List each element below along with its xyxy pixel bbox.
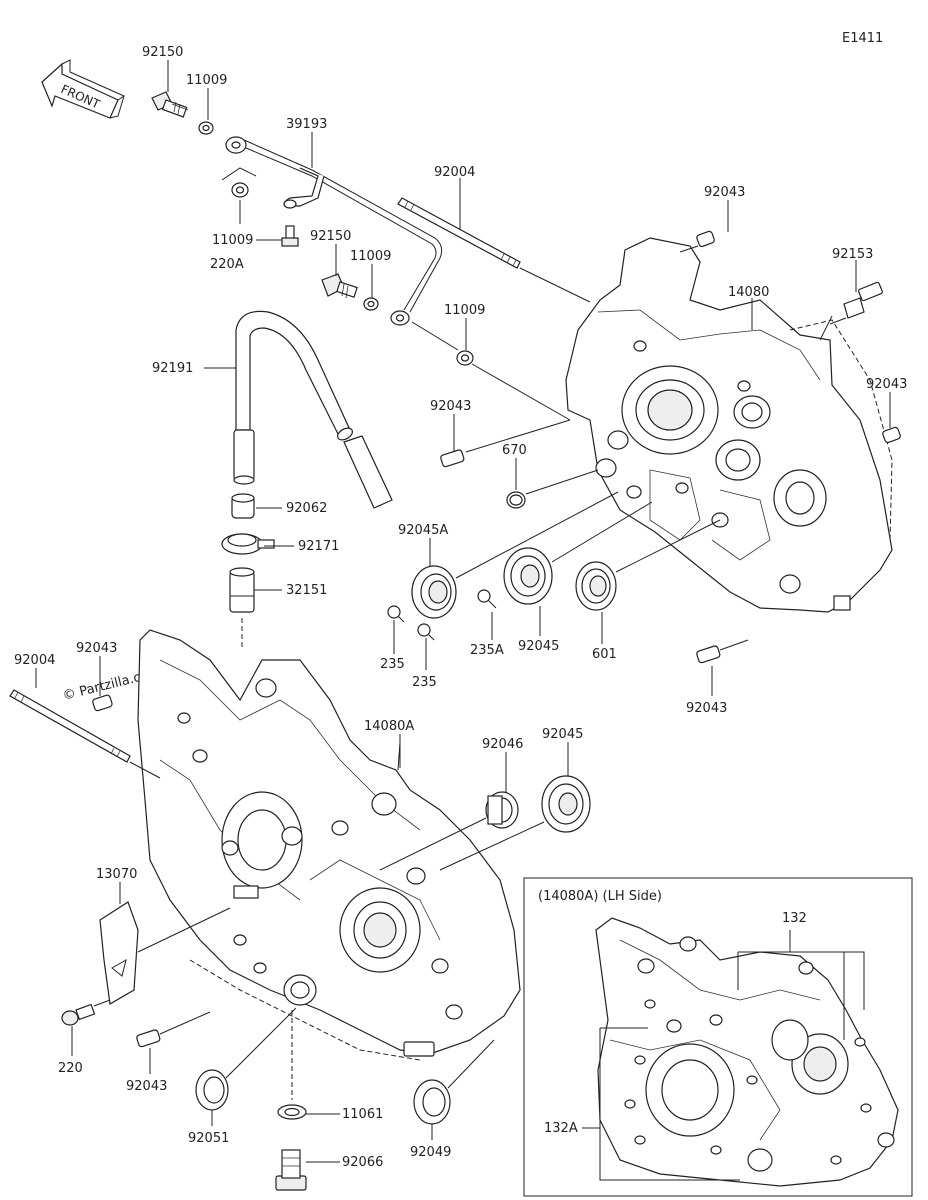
label-39193: 39193 (286, 117, 327, 132)
pipe-32151 (229, 567, 255, 650)
label-92046: 92046 (482, 737, 523, 752)
label-601: 601 (592, 647, 617, 662)
bearing-92045a (411, 491, 619, 619)
label-92004-a: 92004 (434, 165, 475, 180)
dowel-92043-f (136, 1011, 211, 1048)
label-92049: 92049 (410, 1145, 451, 1160)
bolt-92153 (829, 281, 883, 325)
label-11009-a: 11009 (186, 73, 227, 88)
label-220a: 220A (210, 257, 244, 272)
label-92153: 92153 (832, 247, 873, 262)
screw-235-c (417, 623, 435, 641)
label-14080a: 14080A (364, 719, 414, 734)
label-92051: 92051 (188, 1131, 229, 1146)
dowel-92043-b (882, 426, 901, 444)
crankcase-left-14080a (137, 629, 521, 1061)
oil-pipe-assembly (151, 91, 571, 421)
label-11009-d: 11009 (444, 303, 485, 318)
label-92045-b: 92045 (518, 639, 559, 654)
label-92043-b: 92043 (866, 377, 907, 392)
label-11009-b: 11009 (212, 233, 253, 248)
label-92150-b: 92150 (310, 229, 351, 244)
label-235-b: 235 (380, 657, 405, 672)
part-labels: 92150 11009 39193 11009 220A 92150 11009… (14, 45, 907, 1170)
oil-pipe-39193 (243, 139, 443, 313)
bolt-220 (61, 999, 111, 1026)
screw-235-b (387, 605, 405, 623)
seal-92051 (195, 1007, 297, 1111)
label-235a: 235A (470, 643, 504, 658)
diagram-code: E1411 (842, 31, 883, 46)
hose-92191 (233, 310, 393, 509)
label-92045-c: 92045 (542, 727, 583, 742)
label-92066: 92066 (342, 1155, 383, 1170)
label-11061: 11061 (342, 1107, 383, 1122)
dowel-92043-e (92, 694, 113, 712)
inset-label-132: 132 (782, 911, 807, 926)
label-14080: 14080 (728, 285, 769, 300)
bearing-601 (575, 519, 721, 611)
label-92043-e: 92043 (76, 641, 117, 656)
clamp-92171 (221, 533, 275, 555)
bearing-92045-c (439, 775, 591, 871)
inset-label-132a: 132A (544, 1121, 578, 1136)
screw-235a (477, 589, 497, 609)
collar-92062 (231, 493, 255, 519)
leader-lines (35, 60, 891, 1163)
seal-92049 (413, 1039, 495, 1125)
drain-plug-92066 (275, 1149, 307, 1191)
label-92171: 92171 (298, 539, 339, 554)
label-92191: 92191 (152, 361, 193, 376)
label-670: 670 (502, 443, 527, 458)
inset-lh-side: (14080A) (LH Side) 132 132A (523, 877, 913, 1197)
label-32151: 32151 (286, 583, 327, 598)
inset-title: (14080A) (LH Side) (538, 889, 662, 904)
bolt-92150-a (151, 91, 189, 118)
label-92043-d: 92043 (686, 701, 727, 716)
bearing-92045-b (503, 501, 653, 605)
front-arrow-icon: FRONT (41, 59, 126, 119)
label-92004-b: 92004 (14, 653, 55, 668)
label-11009-c: 11009 (350, 249, 391, 264)
label-92043-f: 92043 (126, 1079, 167, 1094)
label-235-c: 235 (412, 675, 437, 690)
label-92045a: 92045A (398, 523, 448, 538)
washer-11061 (277, 1010, 307, 1120)
stud-92004-a (397, 197, 591, 303)
crankcase-right-14080 (565, 237, 893, 613)
label-92043-a: 92043 (704, 185, 745, 200)
plate-13070 (99, 901, 231, 1005)
label-220: 220 (58, 1061, 83, 1076)
bolt-220a (281, 225, 299, 247)
label-92062: 92062 (286, 501, 327, 516)
bolt-92150-b (321, 273, 358, 299)
dowel-92043-a (679, 230, 715, 253)
label-92043-c: 92043 (430, 399, 471, 414)
label-13070: 13070 (96, 867, 137, 882)
stud-92004-b (9, 689, 161, 779)
label-92150-a: 92150 (142, 45, 183, 60)
dowel-92043-c (440, 419, 571, 468)
needle-bearing-92046 (379, 791, 519, 871)
dowel-92043-d (696, 639, 749, 664)
